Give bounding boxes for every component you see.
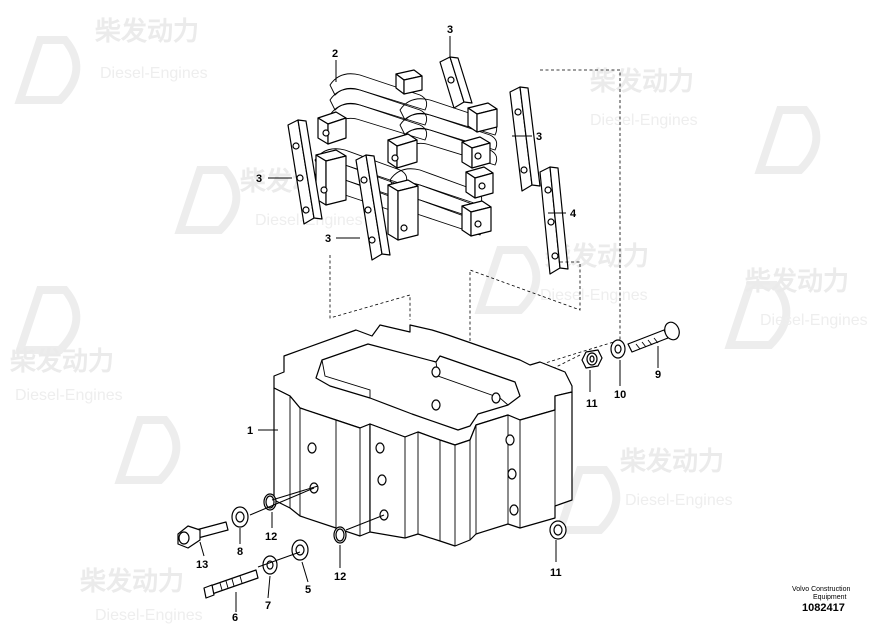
callout-5: 5 <box>305 584 311 596</box>
watermark-brand-en-3: Diesel-Engines <box>540 287 648 304</box>
footer-company-line1: Volvo Construction <box>792 586 850 593</box>
screw-9 <box>627 321 680 353</box>
washer-5 <box>291 539 309 561</box>
watermark-brand-cn-5: 柴发动力 <box>9 346 114 376</box>
callout-11-lower: 11 <box>550 567 562 579</box>
tube-bundle <box>314 69 498 241</box>
mounting-plates <box>287 56 569 275</box>
callout-4: 4 <box>570 208 577 220</box>
fasteners <box>177 321 680 599</box>
watermark-brand-en-6: Diesel-Engines <box>625 492 733 509</box>
watermark-brand-en-8: Diesel-Engines <box>760 312 868 329</box>
watermark-logo-5 <box>14 286 81 354</box>
o-ring-12-lower <box>333 526 347 544</box>
callout-labels: 2 3 3 3 3 4 1 11 10 9 11 12 12 8 13 5 7 … <box>196 24 661 624</box>
callout-1: 1 <box>247 425 253 437</box>
watermark-brand-en-4: Diesel-Engines <box>590 112 698 129</box>
watermark-logo-4 <box>754 106 821 174</box>
callout-12-upper: 12 <box>265 531 277 543</box>
plate-top <box>439 56 473 109</box>
footer-company-line2: Equipment <box>813 594 847 601</box>
o-ring-12-upper <box>263 493 277 511</box>
callout-7: 7 <box>265 600 271 612</box>
watermark-brand-cn-1: 柴发动力 <box>94 16 199 46</box>
drawing-footer: Volvo Construction Equipment 1082417 <box>792 586 850 614</box>
callout-11-upper: 11 <box>586 398 598 410</box>
watermark-brand-cn-8: 柴发动力 <box>744 266 849 296</box>
watermark-logo-8 <box>724 281 791 349</box>
watermark-logo-2 <box>174 166 241 234</box>
plate-part-4 <box>539 166 569 275</box>
housing-holes <box>307 366 519 521</box>
footer-drawing-number: 1082417 <box>802 602 845 614</box>
watermark-logo-1 <box>14 36 81 104</box>
watermark-brand-cn-7: 柴发动力 <box>79 566 184 596</box>
leader-lines <box>199 36 659 612</box>
callout-3-center: 3 <box>325 233 331 245</box>
callout-3-right: 3 <box>536 131 542 143</box>
watermark-brand-en-1: Diesel-Engines <box>100 65 208 82</box>
washer-10 <box>610 339 626 359</box>
callout-6: 6 <box>232 612 238 624</box>
callout-12-lower: 12 <box>334 571 346 583</box>
washer-8 <box>231 506 249 528</box>
watermark-logo-3 <box>474 246 541 314</box>
watermark-brand-cn-4: 柴发动力 <box>589 66 694 96</box>
callout-3-left: 3 <box>256 173 262 185</box>
washer-7 <box>262 555 278 575</box>
callout-3-top: 3 <box>447 24 453 36</box>
callout-9: 9 <box>655 369 661 381</box>
callout-2: 2 <box>332 48 338 60</box>
callout-10: 10 <box>614 389 626 401</box>
watermark-logo-6 <box>554 466 621 534</box>
housing-ribs <box>289 396 556 546</box>
tube-end-blocks <box>315 69 498 241</box>
nut-11-upper <box>581 349 603 369</box>
callout-8: 8 <box>237 546 243 558</box>
stud-6 <box>203 569 259 599</box>
watermark-brand-en-7: Diesel-Engines <box>95 607 203 624</box>
bolt-13 <box>177 521 229 549</box>
housing <box>273 324 573 547</box>
callout-13: 13 <box>196 559 208 571</box>
watermark-brand-en-5: Diesel-Engines <box>15 387 123 404</box>
watermark-logo-7 <box>114 416 181 484</box>
nut-11-lower <box>549 520 567 540</box>
plate-left <box>287 119 323 225</box>
watermark-brand-cn-6: 柴发动力 <box>619 446 724 476</box>
plate-center <box>355 154 391 261</box>
